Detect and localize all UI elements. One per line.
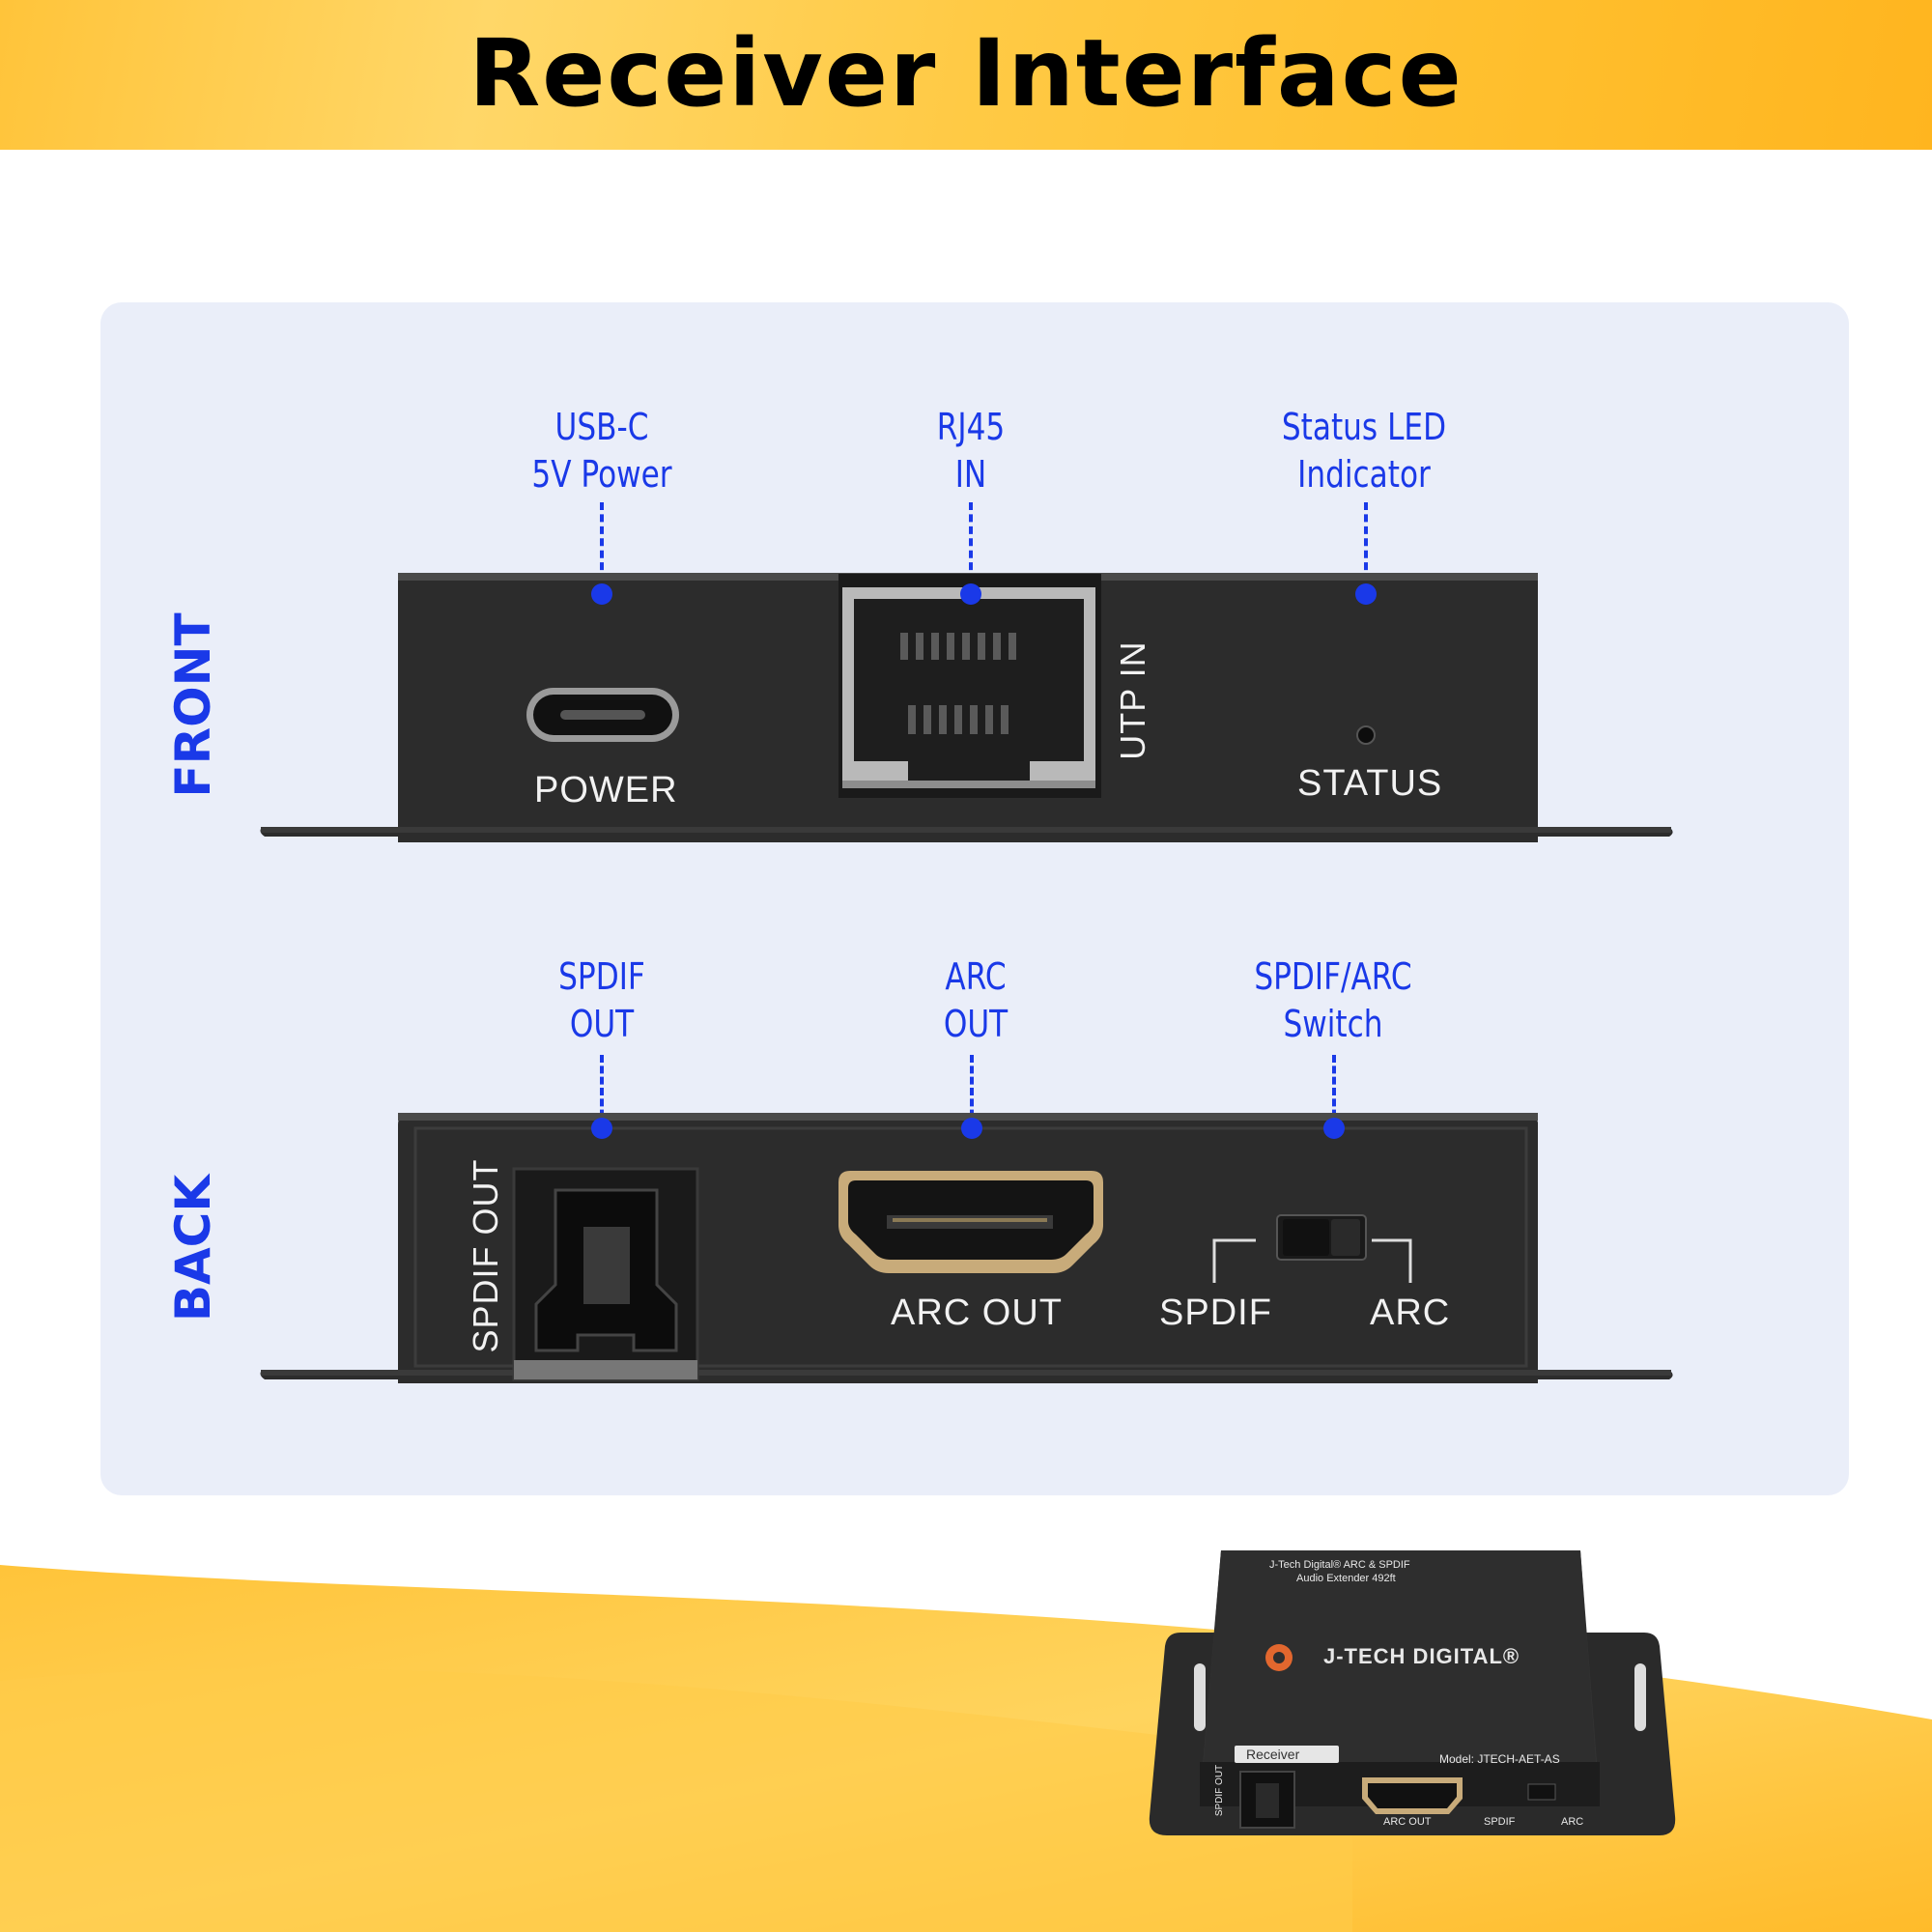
callout-spdif-out-line2: OUT xyxy=(569,1003,635,1045)
back-label: BACK xyxy=(165,1174,221,1322)
product-model: Model: JTECH-AET-AS xyxy=(1439,1752,1560,1766)
product-port-spdif-out: SPDIF OUT xyxy=(1214,1764,1226,1817)
callout-arc-out-line1: ARC xyxy=(945,955,1007,998)
leader-usb-c xyxy=(600,502,604,594)
dot-usb-c xyxy=(591,583,612,605)
arc-silkscreen: ARC xyxy=(1370,1293,1451,1333)
callout-arc-out-line2: OUT xyxy=(943,1003,1009,1045)
dot-status xyxy=(1355,583,1377,605)
leader-spdif-out xyxy=(600,1055,604,1128)
page-title: Receiver Interface xyxy=(469,19,1463,128)
header-band xyxy=(0,0,1932,150)
callout-switch: SPDIF/ARC Switch xyxy=(1214,953,1452,1048)
arc-out-silkscreen: ARC OUT xyxy=(891,1293,1063,1333)
callout-usb-c-line2: 5V Power xyxy=(531,453,672,496)
callout-arc-out: ARC OUT xyxy=(857,953,1094,1048)
callout-usb-c: USB-C 5V Power xyxy=(483,404,721,498)
front-label: FRONT xyxy=(165,612,221,798)
product-tag: Receiver xyxy=(1246,1747,1300,1762)
callout-rj45-line1: RJ45 xyxy=(936,406,1006,448)
callout-usb-c-line1: USB-C xyxy=(554,406,649,448)
callout-status-line2: Indicator xyxy=(1297,453,1431,496)
spdif-silkscreen: SPDIF xyxy=(1159,1293,1272,1333)
callout-rj45-line2: IN xyxy=(954,453,987,496)
product-brand: J-TECH DIGITAL® xyxy=(1323,1644,1520,1668)
callout-status: Status LED Indicator xyxy=(1245,404,1483,498)
callout-switch-line1: SPDIF/ARC xyxy=(1254,955,1412,998)
leader-arc-out xyxy=(970,1055,974,1128)
bottom-decoration xyxy=(0,1565,1932,1932)
callout-rj45: RJ45 IN xyxy=(852,404,1090,498)
status-silkscreen: STATUS xyxy=(1297,763,1443,804)
callout-status-line1: Status LED xyxy=(1281,406,1447,448)
product-top-line2: Audio Extender 492ft xyxy=(1296,1573,1396,1584)
power-silkscreen: POWER xyxy=(534,770,678,810)
leader-status xyxy=(1364,502,1368,594)
utp-in-silkscreen: UTP IN xyxy=(1113,640,1152,760)
leader-rj45 xyxy=(969,502,973,594)
dot-arc-out xyxy=(961,1118,982,1139)
product-top-line1: J-Tech Digital® ARC & SPDIF xyxy=(1269,1559,1410,1571)
spdif-out-silkscreen: SPDIF OUT xyxy=(466,1158,505,1353)
product-port-arc-out: ARC OUT xyxy=(1383,1816,1432,1828)
dot-switch xyxy=(1323,1118,1345,1139)
dot-rj45 xyxy=(960,583,981,605)
dot-spdif-out xyxy=(591,1118,612,1139)
product-port-arc: ARC xyxy=(1561,1816,1584,1828)
callout-spdif-out-line1: SPDIF xyxy=(558,955,645,998)
callout-switch-line2: Switch xyxy=(1283,1003,1383,1045)
callout-spdif-out: SPDIF OUT xyxy=(483,953,721,1048)
product-port-spdif: SPDIF xyxy=(1484,1816,1516,1828)
leader-switch xyxy=(1332,1055,1336,1128)
